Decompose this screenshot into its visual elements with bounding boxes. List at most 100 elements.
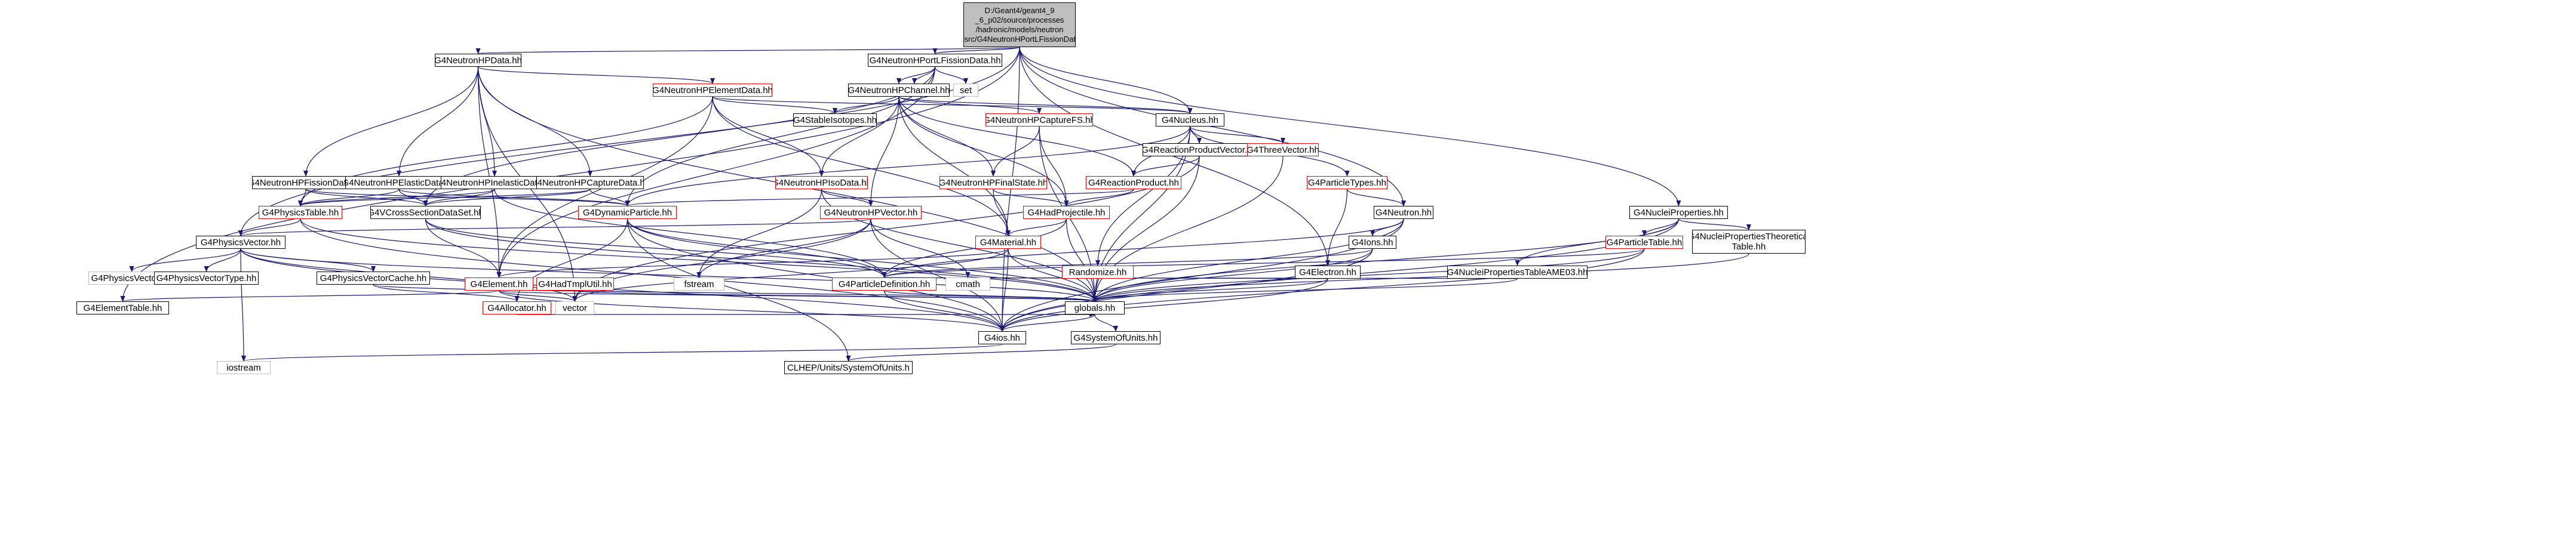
root-file-node: D:/Geant4/geant4_9 _6_p02/source/process…	[963, 2, 1076, 47]
node-reactionproductvector[interactable]: G4ReactionProductVector.hh	[1143, 143, 1256, 156]
node-fissiondata[interactable]: G4NeutronHPFissionData.hh	[252, 176, 360, 189]
include-edge	[305, 189, 630, 206]
include-edge	[300, 218, 1097, 302]
node-neutronhpdata[interactable]: G4NeutronHPData.hh	[435, 54, 521, 67]
node-crosssectiondataset[interactable]: G4VCrossSectionDataSet.hh	[370, 206, 481, 219]
include-edge	[305, 189, 428, 206]
node-isodata[interactable]: G4NeutronHPIsoData.hh	[775, 176, 868, 189]
include-edge	[1092, 278, 1328, 302]
include-edge	[496, 66, 936, 278]
node-fstream: fstream	[674, 277, 724, 291]
node-element[interactable]: G4Element.hh	[465, 277, 533, 291]
node-systemofunits[interactable]: G4SystemOfUnits.hh	[1071, 331, 1160, 344]
node-channel[interactable]: G4NeutronHPChannel.hh	[848, 84, 950, 97]
include-edge	[1019, 47, 1193, 114]
include-edge	[625, 126, 1191, 206]
include-edge	[494, 189, 887, 278]
node-particletypes[interactable]: G4ParticleTypes.hh	[1307, 176, 1387, 189]
node-elasticdata[interactable]: G4NeutronHPElasticData.hh	[345, 176, 453, 189]
node-physicsvectorcache[interactable]: G4PhysicsVectorCache.hh	[317, 272, 430, 285]
include-edge	[425, 218, 1097, 302]
include-edge	[241, 344, 1003, 362]
include-edge	[477, 47, 1020, 54]
node-capturedata[interactable]: G4NeutronHPCaptureData.hh	[536, 176, 644, 189]
include-edge	[870, 218, 1005, 332]
node-randomize[interactable]: Randomize.hh	[1062, 266, 1134, 279]
node-physicsvector[interactable]: G4PhysicsVector.hh	[196, 236, 285, 249]
include-edge	[1189, 126, 1285, 144]
include-edge	[1092, 278, 1518, 302]
include-edge	[240, 248, 246, 362]
node-allocator[interactable]: G4Allocator.hh	[483, 301, 551, 314]
node-nucleipropertiestableame03[interactable]: G4NucleiPropertiesTableAME03.hh	[1447, 266, 1588, 279]
node-iostream: iostream	[217, 361, 271, 374]
node-threevector[interactable]: G4ThreeVector.hh	[1247, 143, 1319, 156]
include-edge	[846, 344, 1116, 362]
include-edge	[898, 96, 1011, 236]
include-edge	[934, 66, 968, 84]
node-elementdata[interactable]: G4NeutronHPElementData.hh	[653, 84, 772, 97]
include-edge	[712, 96, 837, 114]
include-edge	[898, 96, 1042, 114]
include-edge	[870, 218, 971, 278]
include-edge	[993, 189, 1069, 206]
node-physicstable[interactable]: G4PhysicsTable.hh	[259, 206, 342, 219]
node-cmath: cmath	[945, 277, 990, 291]
node-particledefinition[interactable]: G4ParticleDefinition.hh	[832, 277, 937, 291]
include-edge	[1008, 248, 1097, 302]
include-edge	[1131, 156, 1200, 177]
include-edge	[1346, 189, 1406, 206]
include-edge	[397, 66, 479, 177]
include-edge	[498, 290, 578, 302]
include-edge	[477, 66, 502, 278]
node-particletable[interactable]: G4ParticleTable.hh	[1605, 236, 1683, 249]
node-portlfissiondata[interactable]: G4NeutronHPortLFissionData.hh	[868, 54, 1002, 67]
include-edge	[121, 290, 500, 302]
include-edge	[696, 189, 822, 278]
node-elementtable[interactable]: G4ElementTable.hh	[76, 301, 169, 314]
include-edge	[712, 96, 1192, 114]
include-edge	[240, 248, 1097, 302]
include-edge	[696, 218, 871, 278]
include-edge	[120, 47, 1020, 302]
include-edge	[991, 126, 1040, 177]
include-edge	[627, 218, 851, 362]
node-hadtmplutil[interactable]: G4HadTmplUtil.hh	[536, 277, 614, 291]
node-nucleiproperties[interactable]: G4NucleiProperties.hh	[1629, 206, 1728, 219]
include-edge	[1000, 278, 1328, 332]
node-nucleus[interactable]: G4Nucleus.hh	[1156, 113, 1224, 127]
node-ions[interactable]: G4Ions.hh	[1349, 236, 1396, 249]
node-reactionproduct[interactable]: G4ReactionProduct.hh	[1086, 176, 1181, 189]
node-hpvector[interactable]: G4NeutronHPVector.hh	[820, 206, 922, 219]
node-nucleipropertiestheoretical[interactable]: G4NucleiPropertiesTheoretical Table.hh	[1692, 230, 1806, 254]
include-edge	[300, 218, 1005, 332]
node-physicsvectortype[interactable]: G4PhysicsVectorType.hh	[154, 272, 259, 285]
include-edge	[932, 47, 1020, 54]
node-ios[interactable]: G4ios.hh	[978, 331, 1026, 344]
include-edge	[498, 290, 1005, 332]
include-edge	[423, 189, 495, 206]
include-edge	[896, 66, 936, 84]
node-electron[interactable]: G4Electron.hh	[1295, 266, 1361, 279]
node-inelasticdata[interactable]: G4NeutronHPInelasticData.hh	[441, 176, 548, 189]
node-finalstate[interactable]: G4NeutronHPFinalState.hh	[939, 176, 1047, 189]
include-edge	[1000, 248, 1009, 332]
include-edge	[298, 189, 400, 206]
include-edge	[898, 96, 1069, 206]
include-edge	[883, 290, 1097, 302]
node-hadprojectile[interactable]: G4HadProjectile.hh	[1023, 206, 1110, 219]
include-edge	[1678, 218, 1751, 230]
node-material[interactable]: G4Material.hh	[975, 236, 1041, 249]
node-stableisotopes[interactable]: G4StableIsotopes.hh	[793, 113, 877, 127]
include-edge	[423, 189, 591, 206]
include-edge	[1092, 248, 1645, 302]
include-edge	[1092, 218, 1680, 302]
node-dynamicparticle[interactable]: G4DynamicParticle.hh	[578, 206, 677, 219]
include-edge	[627, 218, 887, 278]
node-capturefs[interactable]: G4NeutronHPCaptureFS.hh	[985, 113, 1093, 127]
node-clhepunits[interactable]: CLHEP/Units/SystemOfUnits.h	[784, 361, 913, 374]
node-globals[interactable]: globals.hh	[1065, 301, 1125, 314]
node-neutron[interactable]: G4Neutron.hh	[1374, 206, 1433, 219]
include-edge	[1019, 47, 1406, 206]
include-edge	[1019, 47, 1330, 266]
